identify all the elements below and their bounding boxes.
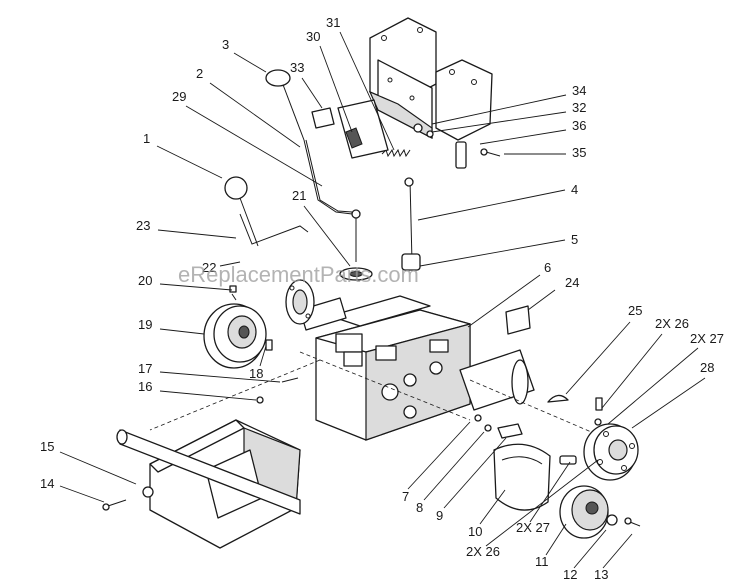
transmission-housing [315, 295, 471, 441]
leader-lines [59, 31, 706, 569]
leader-line [431, 111, 567, 133]
leader-line [259, 345, 267, 367]
leader-line [467, 274, 541, 328]
callout-label: 12 [563, 567, 577, 582]
callout-label: 20 [138, 273, 152, 288]
leader-line [59, 485, 105, 503]
leader-line [607, 347, 699, 425]
woodruff-key [547, 394, 569, 403]
callout-label: 3 [222, 37, 229, 52]
callout-label: 2X 26 [655, 316, 689, 331]
callout-label: 34 [572, 83, 586, 98]
callout-label: 5 [571, 232, 578, 247]
callout-label: 30 [306, 29, 320, 44]
spring [381, 148, 411, 158]
callout-label: 6 [544, 260, 551, 275]
shift-plate [311, 99, 389, 159]
leader-line [479, 489, 506, 525]
callout-label: 15 [40, 439, 54, 454]
frame-bracket [102, 419, 301, 549]
mounting-bracket-lower [435, 59, 493, 141]
shaft-seal [339, 267, 373, 281]
callout-label: 35 [572, 145, 586, 160]
callout-label: 29 [172, 89, 186, 104]
leader-line [631, 377, 706, 429]
callout-label: 11 [535, 554, 549, 569]
leader-line [209, 82, 301, 148]
leader-line [233, 52, 267, 73]
callout-label: 2X 27 [690, 331, 724, 346]
leader-line [157, 229, 237, 239]
callout-label: 10 [468, 524, 482, 539]
callout-label: 19 [138, 317, 152, 332]
callout-label: 8 [416, 500, 423, 515]
leader-line [301, 77, 323, 109]
callout-label: 2 [196, 66, 203, 81]
callout-label: 25 [628, 303, 642, 318]
leader-line [601, 333, 663, 409]
callout-label: 16 [138, 379, 152, 394]
leader-line [303, 205, 351, 267]
brake-band [474, 414, 577, 511]
leader-line [479, 129, 567, 145]
watermark: eReplacementParts.com [178, 262, 419, 287]
wheel-hub [583, 397, 639, 481]
callout-label: 33 [290, 60, 304, 75]
callout-label: 28 [700, 360, 714, 375]
cover-plate [505, 305, 531, 335]
leader-line [319, 45, 353, 133]
callout-label: 22 [202, 260, 216, 275]
shift-lever [265, 69, 353, 215]
leader-line [545, 523, 567, 556]
callout-label: 4 [571, 182, 578, 197]
leader-line [185, 105, 323, 187]
small-hardware-left [256, 339, 299, 404]
leader-line [527, 289, 556, 311]
output-shaft [149, 349, 611, 441]
shift-shaft [351, 177, 421, 271]
leader-line [156, 145, 223, 179]
leader-line [159, 328, 205, 335]
callout-label: 24 [565, 275, 579, 290]
leader-line [431, 94, 567, 125]
leader-line [59, 451, 137, 485]
leader-line [419, 239, 566, 267]
leader-line [529, 461, 571, 523]
callout-label: 23 [136, 218, 150, 233]
callout-label: 2X 27 [516, 520, 550, 535]
leader-line [407, 421, 471, 490]
callout-label: 32 [572, 100, 586, 115]
callout-label: 1 [143, 131, 150, 146]
callout-label: 31 [326, 15, 340, 30]
leader-line [159, 283, 233, 291]
leader-line [417, 189, 566, 221]
bracket-hardware [413, 123, 501, 169]
callout-label: 18 [249, 366, 263, 381]
callout-label: 14 [40, 476, 54, 491]
drive-pulley [203, 285, 267, 369]
leader-line [573, 529, 607, 569]
callout-label: 9 [436, 508, 443, 523]
callout-label: 36 [572, 118, 586, 133]
leader-line [159, 371, 281, 383]
callout-label: 2X 26 [466, 544, 500, 559]
leader-line [219, 261, 241, 267]
leader-line [423, 431, 485, 501]
leader-line [159, 390, 257, 401]
leader-line [339, 31, 395, 151]
leader-line [602, 533, 633, 569]
callout-label: 17 [138, 361, 152, 376]
callout-label: 7 [402, 489, 409, 504]
control-lever [224, 176, 309, 247]
leader-line [485, 459, 599, 547]
callout-label: 13 [594, 567, 608, 582]
leader-line [565, 321, 631, 395]
input-shaft [285, 279, 347, 331]
brake-drum [559, 485, 641, 539]
leader-line [443, 437, 507, 509]
callout-label: 21 [292, 188, 306, 203]
